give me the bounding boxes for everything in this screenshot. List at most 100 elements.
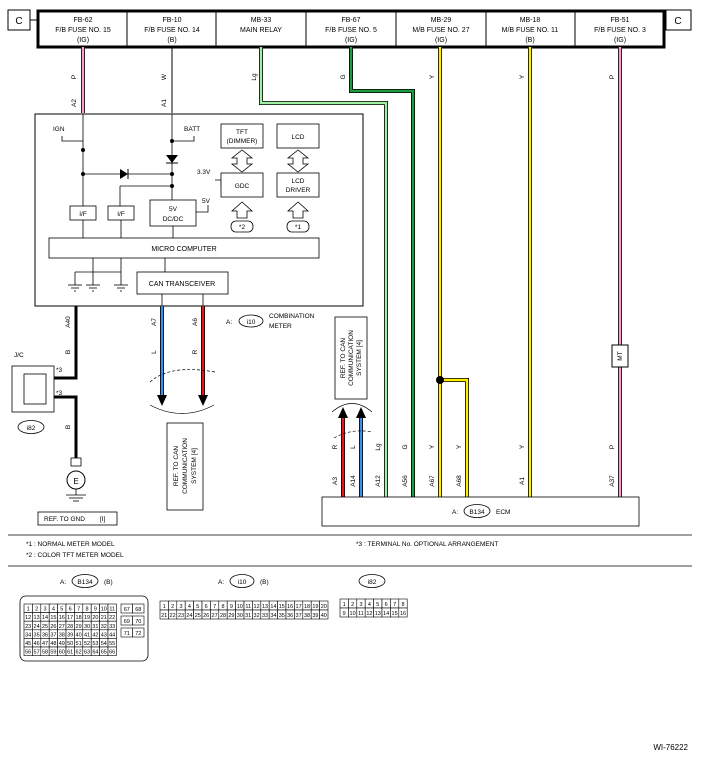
- connector-pin-number: 63: [84, 650, 90, 656]
- connector-pin-number: 34: [270, 613, 276, 619]
- connector-pin-number: 54: [101, 641, 107, 647]
- ref-can-right-3: SYSTEM [4]: [356, 340, 363, 376]
- note-1: *1 : NORMAL METER MODEL: [26, 541, 115, 548]
- connector-pin-number: 47: [42, 641, 48, 647]
- lcd-driver-label-2: DRIVER: [286, 187, 311, 194]
- can-wires-meter: A7 A6 L R: [149, 306, 216, 414]
- connector-pin-number: 60: [59, 650, 65, 656]
- star2-badge: *2: [239, 224, 246, 231]
- connector-pin-number: 33: [262, 613, 268, 619]
- fuse-4-cond: (IG): [345, 37, 357, 44]
- connector-pin-number: 57: [34, 650, 40, 656]
- can-transceiver-label: CAN TRANSCEIVER: [149, 281, 215, 288]
- connector-pin-number: 13: [262, 604, 268, 610]
- meter-conn-code: i10: [247, 319, 256, 326]
- connector-pin: [319, 609, 329, 620]
- fuse-2-cond: (B): [167, 37, 176, 44]
- wire-label-4: G: [340, 74, 347, 79]
- joint-connector: J/C i82: [11, 352, 55, 434]
- connector-pin-number: 29: [228, 613, 234, 619]
- meter-connector-label: A: i10 COMBINATION METER: [226, 313, 315, 330]
- connector-pin-number: 5: [376, 602, 379, 608]
- connector-pin: [398, 607, 408, 618]
- pin-ecm-a56: A56: [402, 475, 409, 487]
- connector-pin-number: 55: [109, 641, 115, 647]
- connector-pin-number: 14: [383, 611, 389, 617]
- v33-label: 3.3V: [197, 169, 211, 176]
- connector-pin-number: 12: [366, 611, 372, 617]
- fuse-1-id: FB-62: [73, 17, 92, 24]
- pin-ecm-a3: A3: [332, 477, 339, 485]
- connector-pin-number: 16: [400, 611, 406, 617]
- fuse-1-cond: (IG): [77, 37, 89, 44]
- connector-pin-number: 3: [359, 602, 362, 608]
- connector-pin-number: 53: [92, 641, 98, 647]
- pin-ecm-a37: A37: [609, 475, 616, 487]
- fuse-3-name: MAIN RELAY: [240, 27, 282, 34]
- pin-ecm-a12: A12: [375, 475, 382, 487]
- connector-pin-number: 64: [92, 650, 98, 656]
- connector-pin-number: 43: [101, 632, 107, 638]
- connector-pin-number: 50: [67, 641, 73, 647]
- ecm-prefix: A:: [452, 509, 458, 516]
- connector-pin-number: 52: [84, 641, 90, 647]
- pin-a1: A1: [161, 99, 168, 107]
- combination-meter: IGN BATT I/F I/F 5V DC/DC 5V: [34, 113, 364, 307]
- ground-symbol-icon: [68, 284, 128, 292]
- connector-pin-number: 7: [77, 607, 80, 613]
- fuse-4-id: FB-67: [341, 17, 360, 24]
- connector-pin-number: 69: [124, 619, 130, 625]
- wire-label-5: Y: [429, 74, 436, 79]
- connector-pin-number: 25: [42, 624, 48, 630]
- connector-pin-number: 8: [85, 607, 88, 613]
- connector-pin-number: 7: [393, 602, 396, 608]
- ecm-wire-y2: Y: [456, 444, 463, 449]
- micro-computer-label: MICRO COMPUTER: [151, 246, 216, 253]
- connector-pin-number: 28: [67, 624, 73, 630]
- connector-pin-number: 56: [25, 650, 31, 656]
- double-arrow-icon-2: [286, 149, 310, 173]
- connector-pin-number: 39: [312, 613, 318, 619]
- gdc-label: GDC: [235, 183, 250, 190]
- bus-label-left: C: [15, 16, 22, 27]
- dcdc-label-2: DC/DC: [163, 216, 184, 223]
- connector-pin-number: 27: [59, 624, 65, 630]
- connector-pin-number: 22: [170, 613, 176, 619]
- ref-gnd: REF. TO GND: [44, 516, 85, 523]
- connector-pin-number: 8: [221, 604, 224, 610]
- connector-pin-number: 17: [296, 604, 302, 610]
- batt-label: BATT: [184, 126, 200, 133]
- ign-label: IGN: [53, 126, 65, 133]
- connector-pin-number: 13: [375, 611, 381, 617]
- bus-label-right: C: [674, 16, 681, 27]
- ref-can-left-1: REF. TO CAN: [173, 446, 180, 487]
- star3-a: *3: [56, 367, 63, 374]
- connector-pin-number: 27: [212, 613, 218, 619]
- connector-pin-number: 65: [101, 650, 107, 656]
- can-wires-ecm: [331, 403, 373, 497]
- connector-pin: [132, 603, 145, 614]
- b134-prefix: A:: [60, 579, 66, 586]
- connector-pin-number: 38: [304, 613, 310, 619]
- fuse-7-name: F/B FUSE NO. 3: [594, 27, 646, 34]
- splice-point: [436, 376, 444, 384]
- connector-pin-number: 24: [34, 624, 40, 630]
- connector-pin-number: 16: [287, 604, 293, 610]
- mt-label: MT: [617, 351, 624, 360]
- connector-pin-number: 48: [50, 641, 56, 647]
- connector-pin-number: 36: [42, 632, 48, 638]
- connector-pin-number: 32: [101, 624, 107, 630]
- i10-cond: (B): [260, 579, 269, 586]
- connector-pin-number: 40: [76, 632, 82, 638]
- connector-pin-number: 20: [321, 604, 327, 610]
- fuse-5-name: M/B FUSE NO. 27: [412, 27, 469, 34]
- b134-cond: (B): [104, 579, 113, 586]
- connector-pin-number: 35: [279, 613, 285, 619]
- connector-pin-number: 24: [186, 613, 192, 619]
- connector-pin-number: 8: [401, 602, 404, 608]
- ecm-wire-g: G: [402, 444, 409, 449]
- connector-pin-number: 21: [161, 613, 167, 619]
- connector-pin: [132, 615, 145, 626]
- wire-labels: P W Lg G Y Y P A2 A1: [71, 73, 616, 107]
